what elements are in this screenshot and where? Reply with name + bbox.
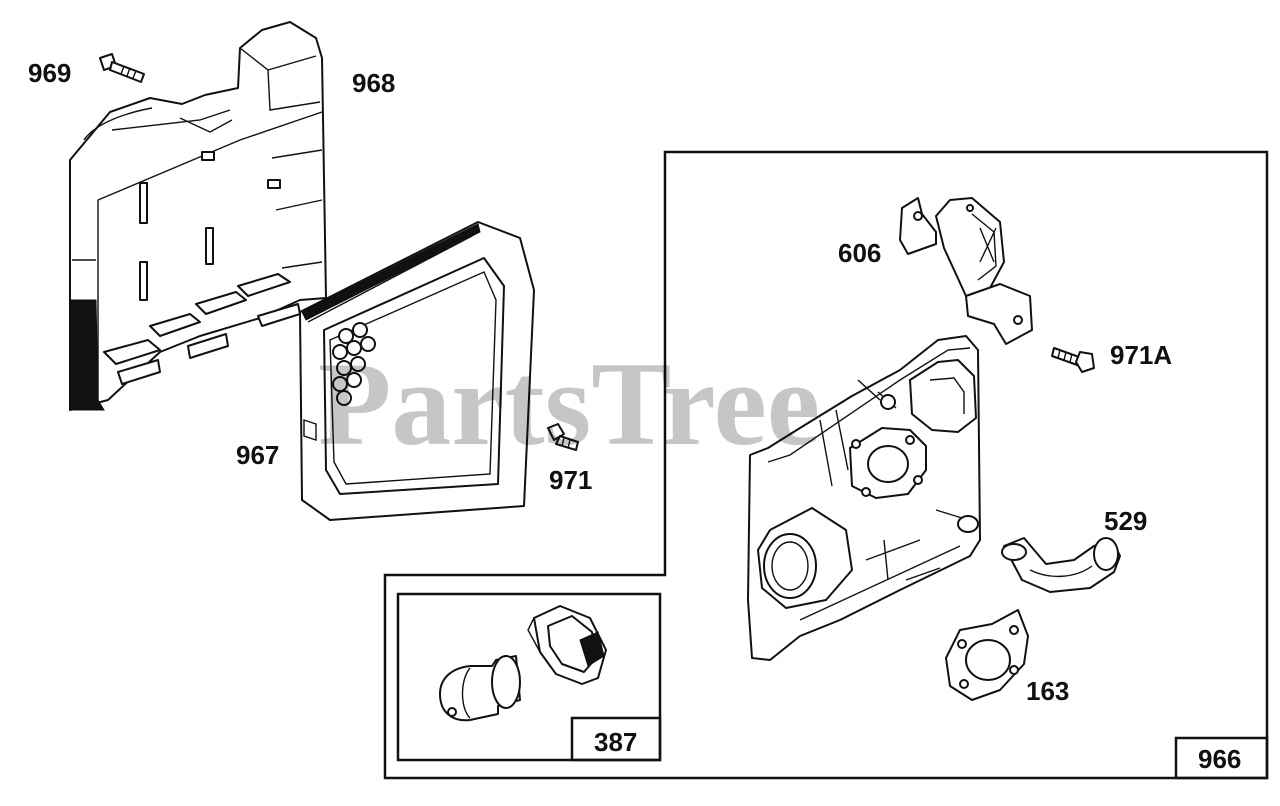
part-label-529: 529 <box>1104 506 1147 536</box>
part-label-971a: 971A <box>1110 340 1172 370</box>
kit-387-label-box <box>570 716 662 762</box>
air-cleaner-base-966-icon <box>747 335 981 661</box>
elbow-tube-529-icon <box>1001 537 1121 593</box>
part-label-606: 606 <box>838 238 881 268</box>
bulb-387-icon <box>439 655 521 722</box>
screw-971-icon <box>547 423 579 451</box>
air-cleaner-housing-968-icon <box>69 21 327 411</box>
part-label-966: 966 <box>1198 744 1241 774</box>
part-label-968: 968 <box>352 68 395 98</box>
watermark-text: PartsTree <box>318 337 820 470</box>
filter-pleat-pattern <box>332 322 376 406</box>
bolt-969-icon <box>99 53 145 83</box>
kit-387-outline <box>396 592 662 762</box>
bracket-606-icon <box>899 197 1033 345</box>
part-label-969: 969 <box>28 58 71 88</box>
gasket-163-icon <box>945 609 1029 701</box>
part-label-971: 971 <box>549 465 592 495</box>
part-label-163: 163 <box>1026 676 1069 706</box>
clamp-387-icon <box>527 605 607 685</box>
kit-966-label-box <box>1174 736 1269 780</box>
air-filter-967-icon <box>299 221 535 521</box>
kit-966-outline <box>383 150 1269 780</box>
part-label-967: 967 <box>236 440 279 470</box>
part-label-387: 387 <box>594 727 637 757</box>
screw-971a-icon <box>1051 347 1095 373</box>
